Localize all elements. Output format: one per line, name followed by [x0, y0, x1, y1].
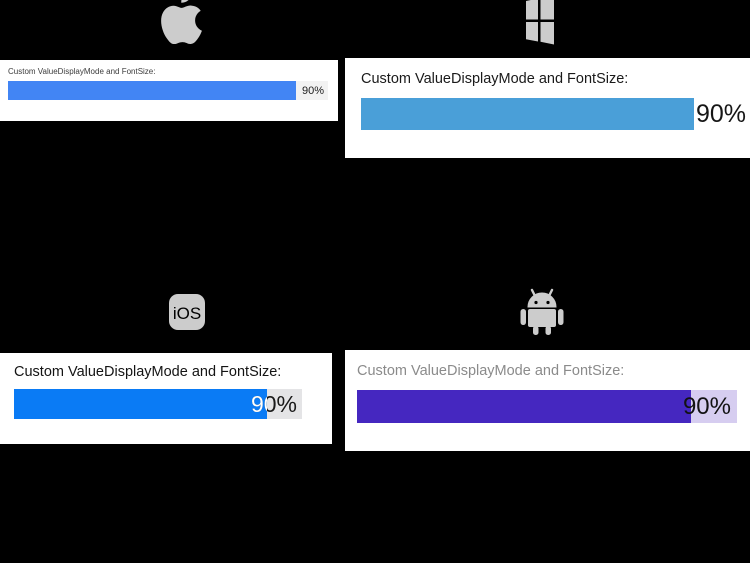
progressbar-fill [14, 389, 268, 419]
progressbar-fill [357, 390, 692, 423]
apple-logo-icon [155, 0, 217, 44]
android-robot-icon [512, 288, 572, 340]
progressbar-fill [361, 98, 694, 130]
progressbar-row-windows: 90% [361, 98, 746, 130]
progressbar-label: Custom ValueDisplayMode and FontSize: [361, 71, 629, 87]
windows-logo-icon [508, 0, 570, 46]
progressbar-label: Custom ValueDisplayMode and FontSize: [14, 364, 282, 380]
progressbar-fill [8, 81, 296, 100]
panel-windows: Custom ValueDisplayMode and FontSize: 90… [345, 58, 750, 158]
progressbar-label: Custom ValueDisplayMode and FontSize: [8, 67, 156, 76]
progressbar-windows[interactable] [361, 98, 694, 130]
progressbar-value-label: 90% [696, 100, 747, 128]
progressbar-macos[interactable]: 90% [8, 81, 328, 100]
progressbar-row-macos: 90% [8, 81, 330, 100]
panel-macos: Custom ValueDisplayMode and FontSize: 90… [0, 60, 338, 121]
panel-ios: Custom ValueDisplayMode and FontSize: 90… [0, 353, 332, 444]
panel-android: Custom ValueDisplayMode and FontSize: 90… [345, 350, 750, 451]
progressbar-row-ios: 90% 90% [14, 389, 318, 419]
progressbar-value-label-on-fill: 90% [250, 390, 267, 417]
progressbar-value-clip: 90% [14, 389, 267, 419]
progressbar-row-android: 90% [357, 390, 738, 423]
ios-logo-icon: iOS [157, 290, 217, 342]
progressbar-label: Custom ValueDisplayMode and FontSize: [357, 363, 625, 379]
progressbar-ios[interactable]: 90% 90% [14, 389, 302, 419]
progressbar-value-label: 90% [301, 84, 324, 97]
progressbar-android[interactable]: 90% [357, 390, 737, 423]
